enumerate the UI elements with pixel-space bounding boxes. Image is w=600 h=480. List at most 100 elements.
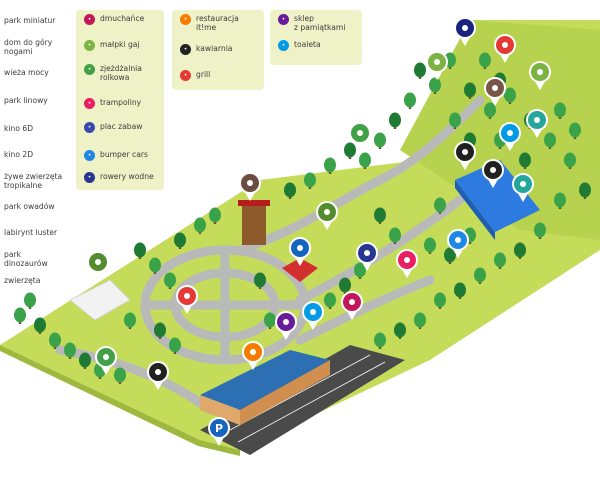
legend-item: park linowy: [4, 96, 48, 105]
tree: [404, 92, 416, 109]
trampoline-icon: •: [84, 98, 95, 109]
toilet-pin-2[interactable]: [302, 301, 324, 330]
mirror-maze-pin[interactable]: [447, 229, 469, 258]
legend-item: park miniatur: [4, 16, 55, 25]
cinema-2d-pin[interactable]: [482, 159, 504, 188]
cinema-icon: [490, 167, 496, 173]
legend-label: dmuchańce: [100, 14, 145, 23]
legend-label: bumper cars: [100, 150, 148, 159]
legend-label: rowery wodne: [100, 172, 154, 181]
playground-icon: •: [84, 122, 95, 133]
gift-icon: •: [278, 14, 289, 25]
legend-label: park linowy: [4, 96, 48, 105]
turtle-icon: [520, 181, 526, 187]
rope-park-pin[interactable]: [349, 122, 371, 151]
map-pins: P: [87, 17, 551, 446]
monkey-pin-2[interactable]: [529, 61, 551, 90]
tree: [449, 112, 461, 129]
legend-label: żywe zwierzęta tropikalne: [4, 172, 63, 190]
grill-pin[interactable]: [494, 34, 516, 63]
castle-icon: [349, 299, 355, 305]
tropical-animals-pin[interactable]: [512, 173, 534, 202]
ropes-icon: [357, 130, 363, 136]
dragonfly-pin[interactable]: [484, 77, 506, 106]
legend-item: zwierzęta: [4, 276, 40, 285]
souvenir-pin[interactable]: [275, 311, 297, 340]
tower-pin[interactable]: [239, 172, 261, 201]
legend-label: park miniatur: [4, 16, 56, 25]
tree: [124, 312, 136, 329]
tower: [238, 200, 270, 245]
legend-label: grill: [196, 70, 211, 79]
legend-label: sklep z pamiątkami: [294, 14, 346, 32]
legend-item: park dinozaurów: [4, 250, 48, 268]
tree: [24, 292, 36, 309]
book-icon: [103, 354, 109, 360]
tree: [424, 237, 436, 254]
animals-pin[interactable]: [87, 251, 109, 280]
trampoline-pin[interactable]: [396, 249, 418, 278]
legend-label: dom do góry nogami: [4, 38, 53, 56]
tree: [209, 207, 221, 224]
legend-label: zwierzęta: [4, 276, 41, 285]
tree: [434, 292, 446, 309]
coffee-icon: •: [180, 44, 191, 55]
legend-item: •kawiarnia: [180, 44, 232, 55]
trampoline-icon: [404, 257, 410, 263]
upside-down-house-pin[interactable]: [289, 237, 311, 266]
park-ground-edge: [0, 345, 240, 456]
tree: [429, 77, 441, 94]
legend-item: •zjeżdżalnia rolkowa: [84, 64, 142, 82]
grill-icon: [502, 42, 508, 48]
legend-label: zjeżdżalnia rolkowa: [100, 64, 142, 82]
restaurant-pin[interactable]: [242, 341, 264, 370]
legend-label: labirynt luster: [4, 228, 58, 237]
toilet-pin-1[interactable]: [499, 122, 521, 151]
tree: [134, 242, 146, 259]
tree: [374, 207, 386, 224]
tree: [464, 82, 476, 99]
tree: [114, 367, 126, 384]
monkey-pin-1[interactable]: [426, 51, 448, 80]
legend-item: dom do góry nogami: [4, 38, 52, 56]
tree: [34, 317, 46, 334]
cafe-pin[interactable]: [147, 361, 169, 390]
grill-icon: •: [180, 70, 191, 81]
tree: [444, 247, 456, 264]
bouncy-castle-pin[interactable]: [341, 291, 363, 320]
white-tent: [69, 279, 131, 321]
house-icon: [297, 245, 303, 251]
cinema-6d-pin[interactable]: [454, 141, 476, 170]
tree: [174, 232, 186, 249]
legend-item: kino 6D: [4, 124, 33, 133]
playground-pin[interactable]: [356, 242, 378, 271]
tree: [359, 152, 371, 169]
tree: [164, 272, 176, 289]
upside-down-house: [282, 258, 318, 282]
legend-label: kino 6D: [4, 124, 34, 133]
roller-slide-pin[interactable]: [454, 17, 476, 46]
parking-pin[interactable]: P: [208, 417, 230, 446]
tree: [169, 337, 181, 354]
dinosaur-pin[interactable]: [316, 201, 338, 230]
tree: [504, 87, 516, 104]
miniature-park-pin[interactable]: [176, 285, 198, 314]
legend-label: plac zabaw: [100, 122, 143, 131]
tree: [49, 332, 61, 349]
legend-item: •restauracja it!me: [180, 14, 239, 32]
tree: [494, 252, 506, 269]
chameleon-pin[interactable]: [526, 109, 548, 138]
tree: [414, 62, 426, 79]
tree: [554, 192, 566, 209]
tree: [374, 132, 386, 149]
tree: [569, 122, 581, 139]
tree: [324, 157, 336, 174]
tree: [194, 217, 206, 234]
tree: [264, 312, 276, 329]
legend-label: toaleta: [294, 40, 321, 49]
insect-park-pin[interactable]: [95, 346, 117, 375]
tree: [154, 322, 166, 339]
monkey-icon: •: [84, 40, 95, 51]
legend-item: • plac zabaw: [84, 122, 143, 133]
tree: [304, 172, 316, 189]
